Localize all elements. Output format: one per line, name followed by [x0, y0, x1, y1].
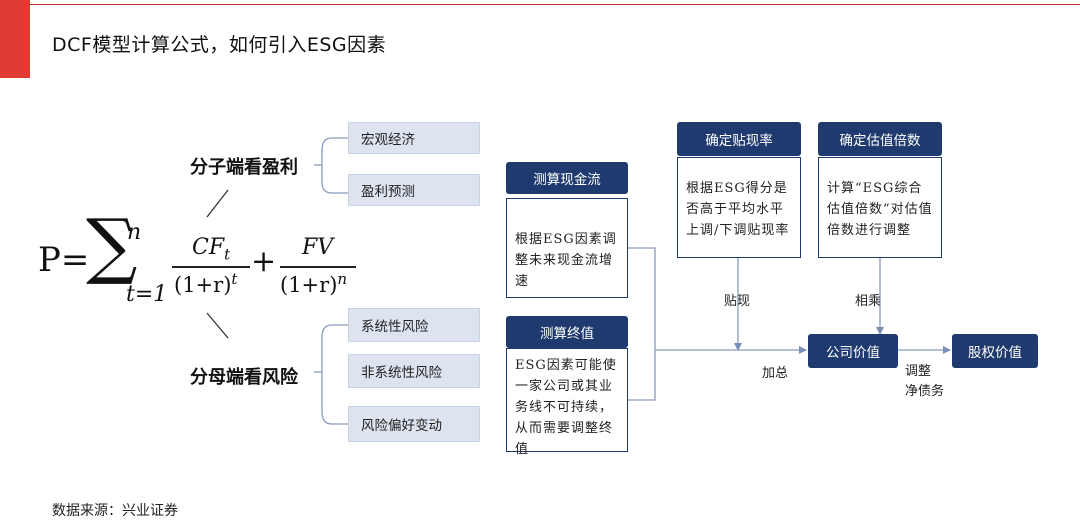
multiple-header: 确定估值倍数: [818, 122, 942, 156]
formula-plus: +: [251, 244, 277, 279]
terminal-header: 测算终值: [506, 316, 628, 348]
data-source: 数据来源：兴业证券: [52, 503, 178, 519]
label-discount: 贴现: [724, 294, 751, 309]
cashflow-header: 测算现金流: [506, 162, 628, 194]
terminal-body: ESG因素可能使一家公司或其业务线不可持续，从而需要调整终值: [506, 348, 628, 457]
formula-den2: (1+r): [280, 273, 338, 297]
formula-den1-sup: t: [231, 270, 238, 288]
label-multiply: 相乘: [855, 294, 882, 309]
discount-header: 确定贴现率: [677, 122, 801, 156]
label-adjust: 调整: [905, 364, 932, 379]
formula-p: P=: [38, 240, 90, 280]
factor-unsystematic-risk: 非系统性风险: [348, 354, 480, 388]
formula-den2-sup: n: [337, 270, 348, 288]
fraction-bar-2: [280, 266, 356, 268]
formula-numerator-1: CFt: [192, 235, 230, 263]
formula-denominator-1: (1+r)t: [174, 270, 237, 297]
cashflow-body: 根据ESG因素调整未来现金流增速: [506, 198, 628, 298]
formula-cf-sub: t: [224, 245, 231, 264]
factor-systematic-risk: 系统性风险: [348, 308, 480, 342]
page-title: DCF模型计算公式，如何引入ESG因素: [52, 34, 387, 56]
factor-macro-economy: 宏观经济: [348, 122, 480, 154]
formula-den1: (1+r): [174, 273, 232, 297]
denominator-label: 分母端看风险: [190, 367, 298, 388]
header-rule: [30, 4, 1080, 5]
multiple-body: 计算“ESG综合估值倍数”对估值倍数进行调整: [818, 157, 942, 258]
factor-risk-appetite: 风险偏好变动: [348, 406, 480, 442]
formula-cf: CF: [192, 235, 225, 260]
denominator-brace: [321, 324, 348, 425]
discount-body: 根据ESG得分是否高于平均水平上调/下调贴现率: [677, 157, 801, 258]
formula-sigma-lower: t=1: [126, 282, 168, 307]
formula-sigma: ∑: [86, 203, 138, 287]
formula-fv: FV: [302, 235, 334, 260]
equity-value-box: 股权价值: [952, 334, 1038, 368]
formula-denominator-2: (1+r)n: [280, 270, 347, 297]
fraction-bar-1: [172, 266, 250, 268]
company-value-box: 公司价值: [808, 334, 898, 368]
label-net-debt: 净债务: [905, 384, 945, 399]
numerator-label: 分子端看盈利: [190, 157, 298, 178]
numerator-brace: [321, 137, 348, 194]
header-accent-bar: [0, 0, 30, 78]
formula-sigma-upper: n: [127, 220, 142, 245]
factor-earnings-forecast: 盈利预测: [348, 174, 480, 206]
label-sum: 加总: [762, 366, 789, 381]
